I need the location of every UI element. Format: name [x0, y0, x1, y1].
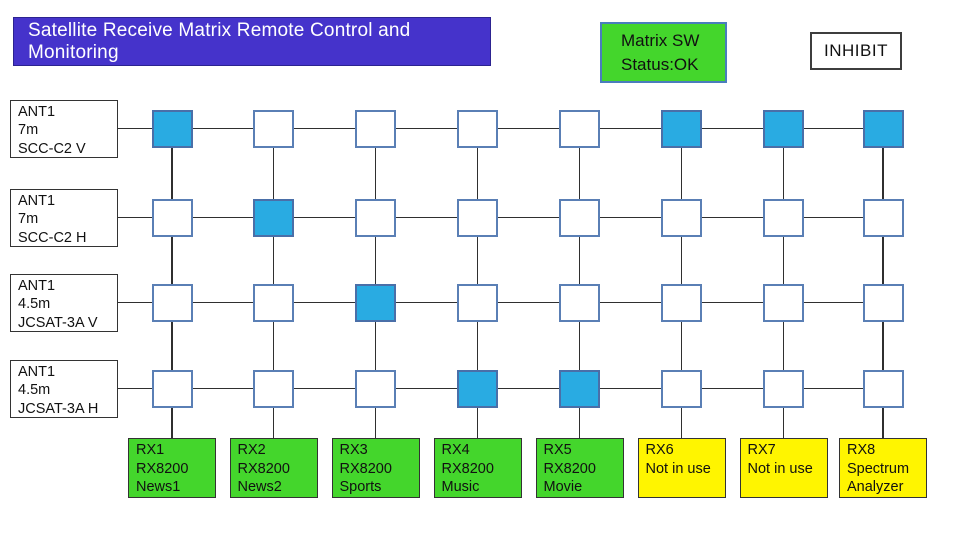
label-line: 4.5m	[18, 296, 51, 312]
label-line: RX8200	[136, 460, 189, 477]
label-line: ANT1	[18, 277, 56, 294]
matrix-column-line-2	[272, 128, 275, 438]
crosspoint-in3-out6[interactable]	[661, 283, 702, 322]
crosspoint-in3-out3[interactable]	[355, 283, 396, 322]
label-line: RX4	[441, 442, 470, 458]
matrix-status-line1: Matrix SW	[621, 30, 700, 50]
label-line: RX8200	[237, 460, 290, 477]
label-line: RX2	[237, 442, 266, 458]
label-line: Not in use	[645, 460, 711, 477]
inhibit-button[interactable]: INHIBIT	[810, 32, 902, 70]
label-line: ANT1	[18, 192, 56, 209]
matrix-status-line2: Status:OK	[621, 54, 699, 74]
crosspoint-in4-out6[interactable]	[661, 369, 702, 408]
crosspoint-in1-out8[interactable]	[862, 109, 904, 148]
label-line: SCC-C2 H	[18, 229, 87, 246]
crosspoint-in3-out5[interactable]	[559, 283, 600, 322]
crosspoint-in4-out8[interactable]	[862, 369, 904, 408]
label-line: JCSAT-3A V	[18, 314, 98, 331]
crosspoint-in3-out4[interactable]	[457, 283, 498, 322]
label-line: 7m	[18, 122, 39, 138]
label-line: Spectrum	[847, 460, 910, 477]
crosspoint-in1-out3[interactable]	[355, 109, 396, 148]
matrix-column-line-6	[680, 128, 683, 438]
matrix-column-line-5	[578, 128, 581, 438]
crosspoint-in1-out1[interactable]	[151, 109, 193, 148]
matrix-row-line-1	[118, 127, 883, 130]
label-line: RX8	[847, 442, 876, 458]
crosspoint-in4-out3[interactable]	[355, 369, 396, 408]
crosspoint-in4-out4[interactable]	[457, 369, 498, 408]
crosspoint-in2-out6[interactable]	[661, 198, 702, 237]
label-line: RX7	[747, 442, 776, 458]
crosspoint-in2-out7[interactable]	[763, 198, 804, 237]
label-line: Sports	[339, 479, 382, 495]
matrix-column-line-8	[882, 128, 884, 438]
matrix-column-line-3	[374, 128, 377, 438]
label-line: RX8200	[441, 460, 494, 477]
crosspoint-in4-out1[interactable]	[151, 369, 193, 408]
crosspoint-in4-out7[interactable]	[763, 369, 804, 408]
label-line: Music	[441, 479, 480, 495]
crosspoint-in4-out2[interactable]	[253, 369, 294, 408]
matrix-status-badge: Matrix SW Status:OK	[600, 22, 727, 83]
crosspoint-in1-out7[interactable]	[763, 109, 804, 148]
label-line: RX3	[339, 442, 368, 458]
label-line: RX8200	[339, 460, 392, 477]
matrix-row-line-3	[118, 301, 883, 304]
crosspoint-in3-out1[interactable]	[151, 283, 193, 322]
label-line: 7m	[18, 211, 39, 227]
page-title-text: Satellite Receive Matrix Remote Control …	[28, 19, 411, 63]
matrix-column-line-7	[782, 128, 785, 438]
label-line: ANT1	[18, 363, 56, 380]
label-line: News2	[237, 479, 282, 495]
crosspoint-in2-out8[interactable]	[862, 198, 904, 237]
label-line: ANT1	[18, 103, 56, 120]
label-line: JCSAT-3A H	[18, 400, 99, 417]
label-line: News1	[136, 479, 181, 495]
matrix-row-line-2	[118, 216, 883, 219]
label-line: 4.5m	[18, 382, 51, 398]
crosspoint-in3-out8[interactable]	[862, 283, 904, 322]
crosspoint-in1-out6[interactable]	[661, 109, 702, 148]
label-line: Not in use	[747, 460, 813, 477]
crosspoint-in2-out3[interactable]	[355, 198, 396, 237]
label-line: SCC-C2 V	[18, 140, 86, 157]
crosspoint-in2-out2[interactable]	[253, 198, 294, 237]
label-line: RX5	[543, 442, 572, 458]
page-title: Satellite Receive Matrix Remote Control …	[13, 17, 491, 66]
label-line: RX1	[136, 442, 165, 458]
crosspoint-in3-out2[interactable]	[253, 283, 294, 322]
crosspoint-in2-out1[interactable]	[151, 198, 193, 237]
matrix-column-line-1	[171, 128, 173, 438]
matrix-row-line-4	[118, 387, 883, 390]
crosspoint-in2-out5[interactable]	[559, 198, 600, 237]
matrix-column-line-4	[476, 128, 479, 438]
crosspoint-in1-out5[interactable]	[559, 109, 600, 148]
crosspoint-in1-out4[interactable]	[457, 109, 498, 148]
crosspoint-in1-out2[interactable]	[253, 109, 294, 148]
crosspoint-in4-out5[interactable]	[559, 369, 600, 408]
label-line: RX6	[645, 442, 674, 458]
label-line: Movie	[543, 479, 583, 495]
label-line: RX8200	[543, 460, 596, 477]
crosspoint-in3-out7[interactable]	[763, 283, 804, 322]
label-line: Analyzer	[847, 479, 904, 495]
crosspoint-in2-out4[interactable]	[457, 198, 498, 237]
